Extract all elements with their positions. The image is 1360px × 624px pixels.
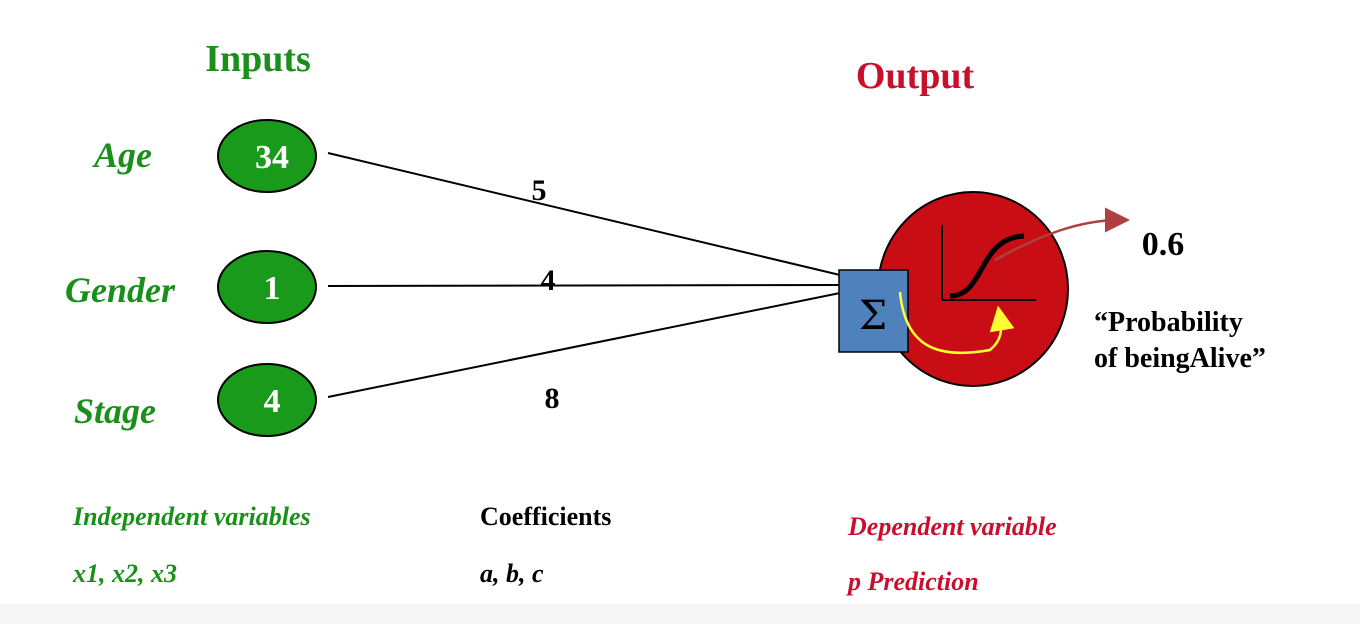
input-node-gender: 1 xyxy=(217,250,317,324)
input-node-age: 34 xyxy=(217,119,317,193)
sigmoid-graph-icon xyxy=(941,225,1036,301)
connection-age xyxy=(327,152,841,276)
input-label-stage: Stage xyxy=(74,391,156,431)
input-node-stage: 4 xyxy=(217,363,317,437)
output-arrow xyxy=(994,207,1130,262)
independent-variables-label: Independent variables xyxy=(72,502,311,531)
dependent-variable-label: Dependent variable xyxy=(847,512,1057,541)
x-variables-label: x1, x2, x3 xyxy=(72,559,177,588)
connection-gender xyxy=(327,284,841,287)
output-value: 0.6 xyxy=(1142,226,1185,263)
inputs-heading: Inputs xyxy=(205,38,311,80)
coefficient-vars-label: a, b, c xyxy=(480,559,544,588)
prediction-label: p Prediction xyxy=(846,567,979,596)
probability-label-line1: “Probability xyxy=(1094,307,1243,338)
coefficients-label: Coefficients xyxy=(480,502,611,531)
sum-symbol: Σ xyxy=(859,293,887,339)
weight-age: 5 xyxy=(532,174,547,207)
weight-stage: 8 xyxy=(545,382,560,415)
output-heading: Output xyxy=(856,55,975,97)
input-value-stage: 4 xyxy=(264,383,281,420)
weight-gender: 4 xyxy=(541,264,556,297)
connection-stage xyxy=(327,292,841,398)
input-label-age: Age xyxy=(92,135,152,175)
sum-box xyxy=(838,269,909,353)
probability-label-line2: of beingAlive” xyxy=(1094,343,1266,374)
input-value-age: 34 xyxy=(255,139,289,176)
input-value-gender: 1 xyxy=(264,270,281,307)
activation-arrow xyxy=(898,291,1015,355)
input-label-gender: Gender xyxy=(65,270,176,310)
bottom-strip xyxy=(0,604,1360,624)
